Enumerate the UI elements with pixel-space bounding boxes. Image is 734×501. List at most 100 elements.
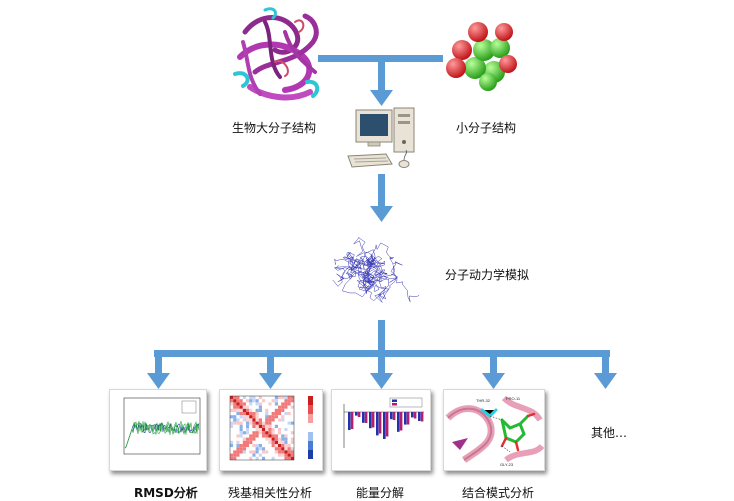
correlation-cell xyxy=(249,453,253,457)
correlation-cell xyxy=(274,447,278,451)
energy-bar xyxy=(385,412,389,437)
correlation-cell xyxy=(271,424,275,428)
correlation-cell xyxy=(284,405,288,409)
correlation-cell xyxy=(271,399,275,403)
correlation-cell xyxy=(242,424,246,428)
correlation-cell xyxy=(246,396,250,400)
correlation-cell xyxy=(252,408,256,412)
correlation-cell xyxy=(246,428,250,432)
correlation-cell xyxy=(281,431,285,435)
correlation-cell xyxy=(239,408,243,412)
correlation-cell xyxy=(230,431,234,435)
correlation-cell xyxy=(287,437,291,441)
branch-arrow-1 xyxy=(147,373,170,389)
correlation-cell xyxy=(233,402,237,406)
correlation-cell xyxy=(265,424,269,428)
correlation-cell xyxy=(265,402,269,406)
input-down-stem xyxy=(378,58,385,92)
input-down-arrowhead xyxy=(370,90,393,106)
correlation-cell xyxy=(268,437,272,441)
correlation-cell xyxy=(242,396,246,400)
correlation-cell xyxy=(287,405,291,409)
correlation-cell xyxy=(230,437,234,441)
correlation-cell xyxy=(271,447,275,451)
correlation-cell xyxy=(290,402,294,406)
correlation-cell xyxy=(249,412,253,416)
correlation-cell xyxy=(284,424,288,428)
correlation-cell xyxy=(242,428,246,432)
correlation-cell xyxy=(236,444,240,448)
correlation-cell xyxy=(274,418,278,422)
correlation-cell xyxy=(255,408,259,412)
correlation-cell xyxy=(262,431,266,435)
energy-bar xyxy=(383,412,386,439)
correlation-cell xyxy=(290,431,294,435)
correlation-cell xyxy=(290,450,294,454)
correlation-cell xyxy=(271,431,275,435)
correlation-cell xyxy=(284,396,288,400)
correlation-cell xyxy=(242,402,246,406)
correlation-cell xyxy=(252,412,256,416)
colorbar-segment xyxy=(308,414,313,423)
correlation-cell xyxy=(252,450,256,454)
correlation-cell xyxy=(242,415,246,419)
correlation-cell xyxy=(274,431,278,435)
correlation-cell xyxy=(252,447,256,451)
correlation-cell xyxy=(239,447,243,451)
branch-arrow-2 xyxy=(259,373,282,389)
correlation-cell xyxy=(274,424,278,428)
correlation-cell xyxy=(274,421,278,425)
correlation-cell xyxy=(271,418,275,422)
correlation-cell xyxy=(252,396,256,400)
analysis-label-rmsd: RMSD分析 xyxy=(134,486,198,500)
correlation-cell xyxy=(236,450,240,454)
correlation-cell xyxy=(284,399,288,403)
correlation-cell xyxy=(239,402,243,406)
correlation-cell xyxy=(242,431,246,435)
correlation-cell xyxy=(258,450,262,454)
correlation-cell xyxy=(249,402,253,406)
correlation-cell xyxy=(246,447,250,451)
correlation-cell xyxy=(230,444,234,448)
correlation-cell xyxy=(258,444,262,448)
energy-legend xyxy=(389,397,423,408)
correlation-cell xyxy=(236,428,240,432)
correlation-cell xyxy=(268,399,272,403)
correlation-cell xyxy=(242,434,246,438)
energy-bar xyxy=(404,412,407,425)
correlation-cell xyxy=(262,415,266,419)
correlation-cell xyxy=(290,421,294,425)
correlation-cell xyxy=(278,440,282,444)
correlation-cell xyxy=(265,412,269,416)
correlation-frame xyxy=(229,395,295,461)
correlation-cell xyxy=(239,456,243,460)
correlation-cell xyxy=(281,444,285,448)
correlation-cell xyxy=(255,399,259,403)
correlation-cell xyxy=(239,399,243,403)
correlation-cell xyxy=(258,428,262,432)
correlation-cell xyxy=(274,405,278,409)
correlation-cell xyxy=(262,399,266,403)
rmsd-series-line xyxy=(124,420,200,449)
correlation-cell xyxy=(236,421,240,425)
correlation-cell xyxy=(236,434,240,438)
correlation-cell xyxy=(233,405,237,409)
desktop-computer-icon xyxy=(347,107,415,168)
correlation-cell xyxy=(233,421,237,425)
correlation-cell xyxy=(242,456,246,460)
correlation-cell xyxy=(246,412,250,416)
correlation-cell xyxy=(233,434,237,438)
correlation-cell xyxy=(249,434,253,438)
correlation-cell xyxy=(278,434,282,438)
correlation-cell xyxy=(274,434,278,438)
energy-legend-swatch xyxy=(392,399,397,402)
correlation-cell xyxy=(268,424,272,428)
correlation-cell xyxy=(284,415,288,419)
correlation-cell xyxy=(258,434,262,438)
energy-bar xyxy=(364,412,368,423)
correlation-cell xyxy=(249,447,253,451)
correlation-cell xyxy=(255,415,259,419)
energy-bar xyxy=(397,412,400,432)
correlation-cell xyxy=(242,399,246,403)
correlation-cell xyxy=(290,418,294,422)
